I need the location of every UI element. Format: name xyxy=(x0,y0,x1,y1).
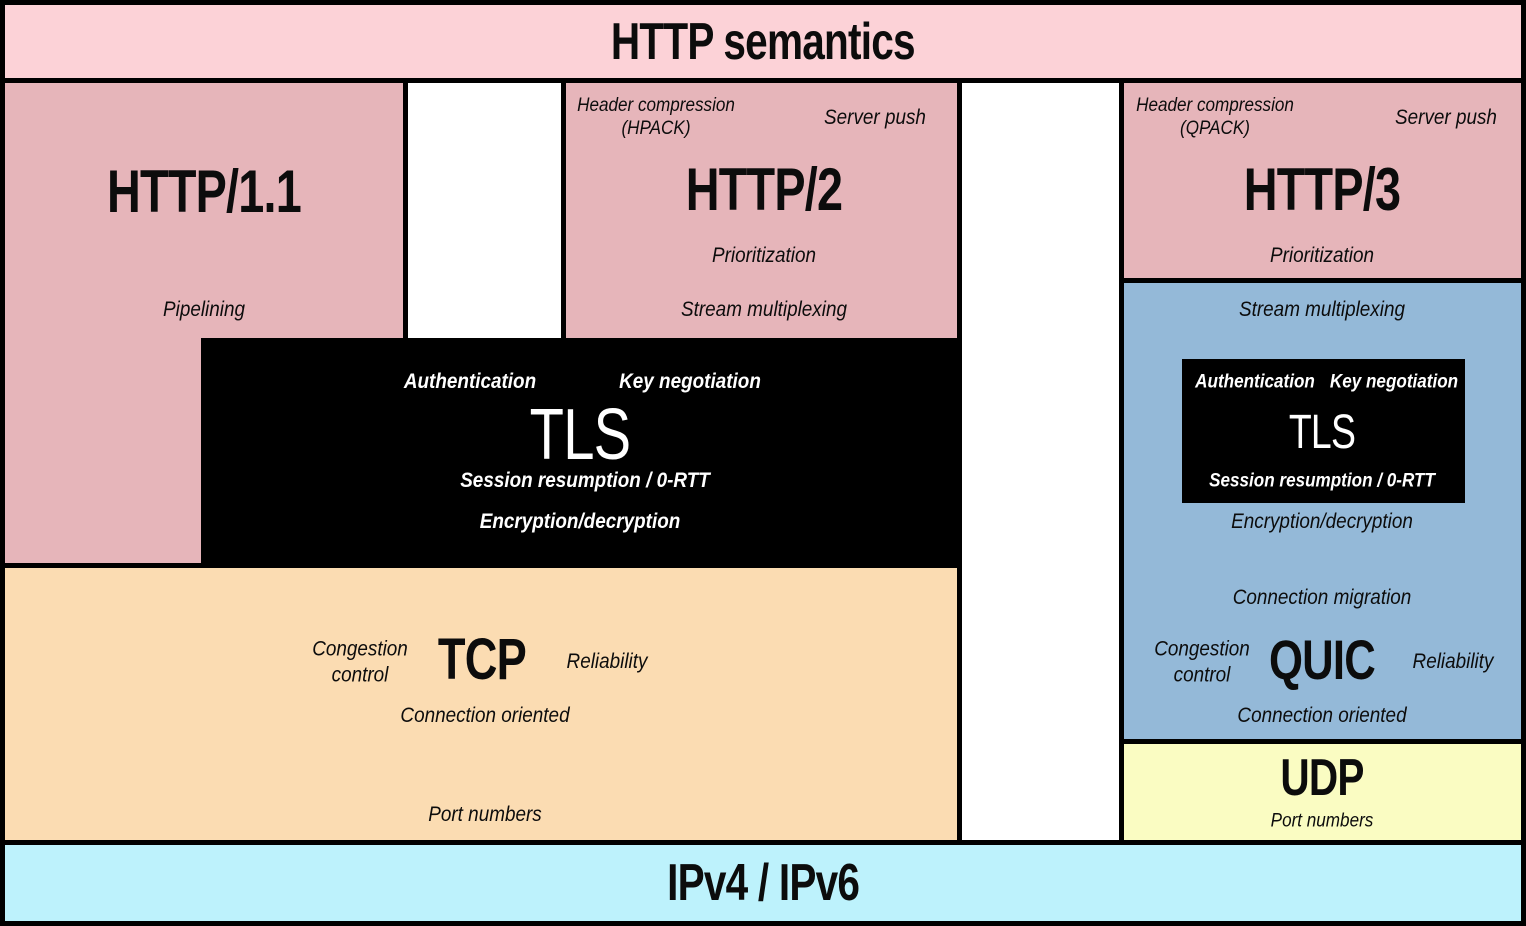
udp-port-numbers-label: Port numbers xyxy=(1270,810,1374,832)
quic-reliability-label: Reliability xyxy=(1412,650,1494,674)
tls-encryption-label: Encryption/decryption xyxy=(479,510,681,534)
http2-prioritization-label: Prioritization xyxy=(712,244,816,268)
quic-tls-authentication-label: Authentication xyxy=(1195,371,1315,393)
quic-connection-oriented-label: Connection oriented xyxy=(1237,704,1407,728)
http11-pipelining-label: Pipelining xyxy=(163,298,245,322)
ip-title: IPv4 / IPv6 xyxy=(666,854,860,912)
quic-encryption-label: Encryption/decryption xyxy=(1231,510,1413,534)
tcp-port-numbers-label: Port numbers xyxy=(428,803,542,827)
http11-box: HTTP/1.1 Pipelining xyxy=(5,83,403,338)
http3-prioritization-label: Prioritization xyxy=(1270,244,1374,268)
quic-tls-box: Authentication Key negotiation TLS Sessi… xyxy=(1182,359,1465,503)
quic-box: Stream multiplexing Authentication Key n… xyxy=(1124,283,1521,739)
gap-column-center xyxy=(962,83,1119,840)
http-semantics-title: HTTP semantics xyxy=(611,12,916,71)
tcp-title: TCP xyxy=(437,627,527,692)
quic-tls-title: TLS xyxy=(1288,406,1356,459)
quic-title: QUIC xyxy=(1268,628,1376,691)
http3-server-push-label: Server push xyxy=(1395,106,1497,130)
http11-title: HTTP/1.1 xyxy=(106,158,302,225)
quic-stream-multiplexing-label: Stream multiplexing xyxy=(1239,298,1405,322)
http2-header-compression-label: Header compression(HPACK) xyxy=(577,94,735,140)
udp-title: UDP xyxy=(1280,749,1364,807)
http2-stream-multiplexing-label: Stream multiplexing xyxy=(681,298,847,322)
gap-column-left xyxy=(408,83,561,338)
tcp-congestion-line1: Congestion xyxy=(312,637,408,661)
quic-congestion-line1: Congestion xyxy=(1154,637,1250,661)
tls-box: Authentication Key negotiation TLS Sessi… xyxy=(201,338,962,563)
http2-header-compression-line1: Header compression xyxy=(577,94,735,116)
http3-title: HTTP/3 xyxy=(1243,156,1401,223)
udp-box: UDP Port numbers xyxy=(1124,744,1521,840)
tls-session-resumption-label: Session resumption / 0-RTT xyxy=(460,469,710,493)
tls-authentication-label: Authentication xyxy=(403,370,537,394)
tcp-congestion-line2: control xyxy=(331,663,389,686)
tcp-connection-oriented-label: Connection oriented xyxy=(400,704,570,728)
http2-header-compression-line2: (HPACK) xyxy=(621,118,691,139)
quic-connection-migration-label: Connection migration xyxy=(1232,586,1412,610)
http2-box: Header compression(HPACK) Server push HT… xyxy=(566,83,957,338)
http-semantics-banner: HTTP semantics xyxy=(5,5,1521,78)
http3-header-compression-label: Header compression(QPACK) xyxy=(1136,94,1294,140)
tls-title: TLS xyxy=(529,395,631,475)
tls-key-negotiation-label: Key negotiation xyxy=(619,370,761,394)
quic-tls-key-negotiation-label: Key negotiation xyxy=(1329,371,1459,393)
http3-header-compression-line1: Header compression xyxy=(1136,94,1294,116)
http2-server-push-label: Server push xyxy=(824,106,926,130)
ip-banner: IPv4 / IPv6 xyxy=(5,845,1521,921)
tcp-reliability-label: Reliability xyxy=(566,650,648,674)
http3-box: Header compression(QPACK) Server push HT… xyxy=(1124,83,1521,278)
quic-congestion-line2: control xyxy=(1173,663,1231,686)
quic-tls-session-resumption-label: Session resumption / 0-RTT xyxy=(1209,470,1435,492)
http3-header-compression-line2: (QPACK) xyxy=(1179,118,1250,139)
http2-title: HTTP/2 xyxy=(685,156,843,223)
